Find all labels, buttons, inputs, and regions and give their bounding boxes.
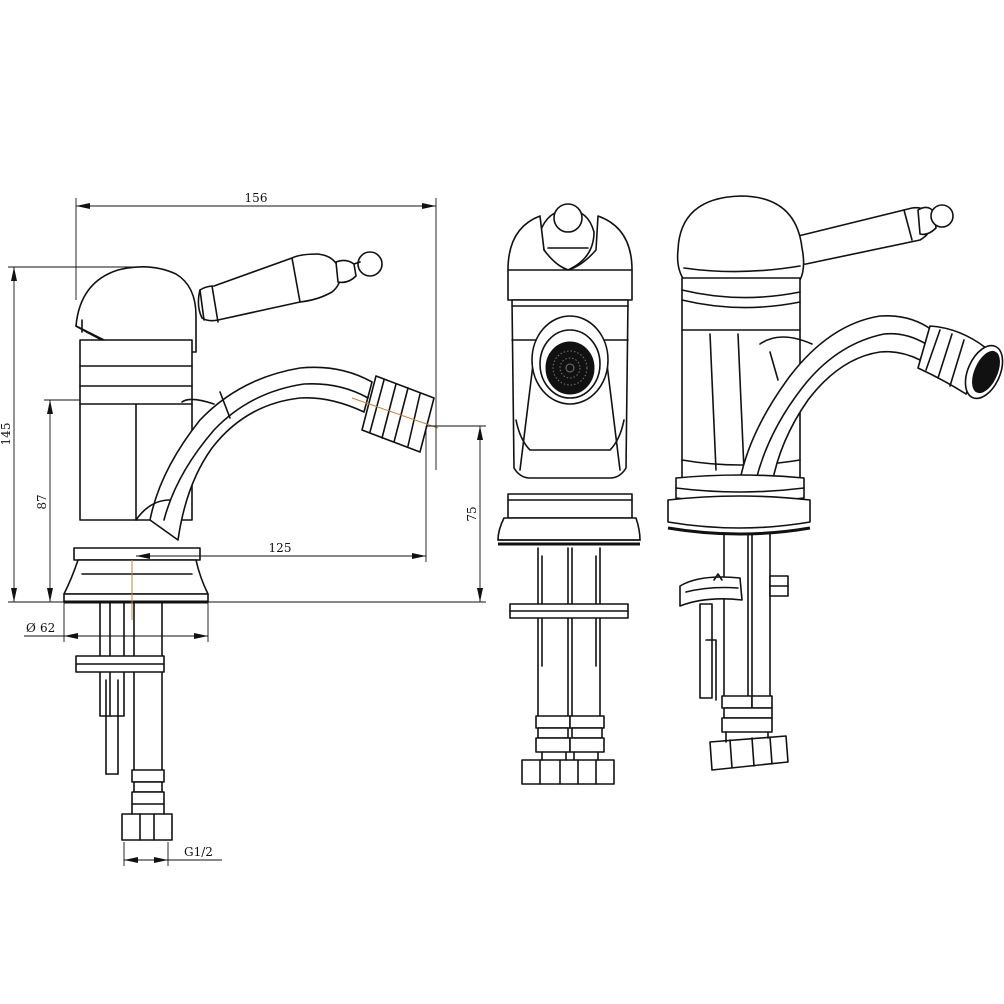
dim-height-label: 145 bbox=[0, 423, 13, 446]
perspective-spray-head bbox=[917, 325, 1004, 400]
side-supply-pipes bbox=[75, 601, 173, 841]
side-spout bbox=[135, 366, 373, 541]
front-base bbox=[497, 493, 641, 546]
dim-diameter-symbol: Ø bbox=[26, 621, 36, 635]
front-supply-pipes bbox=[509, 547, 629, 785]
perspective-view bbox=[667, 195, 1004, 771]
perspective-base bbox=[667, 474, 811, 536]
front-view bbox=[497, 203, 641, 785]
dim-base-diameter-label: 62 bbox=[40, 621, 55, 635]
dim-spout-reach-label: 125 bbox=[269, 541, 292, 555]
front-handle-knob bbox=[539, 203, 595, 271]
dim-width: 156 bbox=[75, 191, 437, 470]
perspective-lever-handle bbox=[781, 204, 954, 266]
side-base bbox=[63, 547, 209, 604]
perspective-supply-pipes bbox=[679, 533, 789, 771]
side-view bbox=[63, 251, 439, 841]
dim-width-label: 156 bbox=[245, 191, 268, 205]
dim-body-height-label: 87 bbox=[35, 494, 49, 509]
dim-body-height: 87 bbox=[35, 399, 80, 602]
dimension-lines: 156 145 87 75 bbox=[0, 191, 486, 866]
dim-thread: G1/2 bbox=[123, 842, 222, 866]
side-spray-head bbox=[351, 375, 439, 453]
dim-spout-height: 75 bbox=[208, 425, 486, 603]
dim-thread-label: G1/2 bbox=[184, 845, 213, 859]
dim-spout-reach: 125 bbox=[136, 426, 427, 562]
dim-base-diameter: Ø 62 bbox=[24, 602, 209, 642]
side-lever-handle bbox=[197, 251, 383, 323]
dim-height: 145 bbox=[0, 266, 140, 603]
front-aerator bbox=[531, 315, 609, 405]
front-dome bbox=[507, 215, 633, 301]
perspective-dome bbox=[676, 195, 805, 281]
dim-spout-height-label: 75 bbox=[465, 506, 479, 521]
side-body-column bbox=[79, 339, 193, 521]
